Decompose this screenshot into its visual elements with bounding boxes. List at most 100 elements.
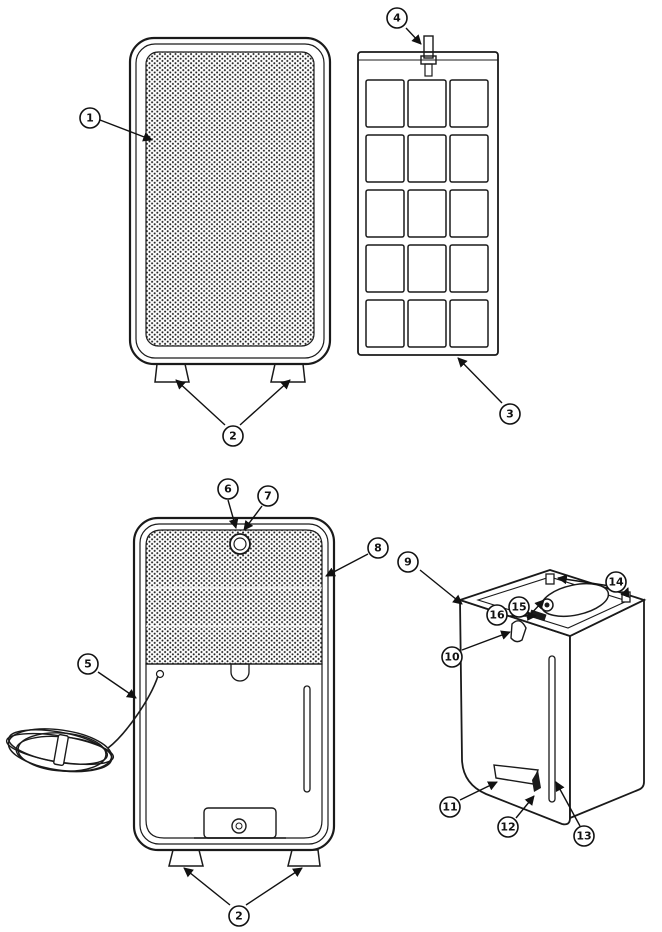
callout-15-label: 15	[511, 601, 526, 614]
callout-16: 16	[486, 604, 508, 626]
filter-tab	[420, 35, 437, 77]
callout-6: 6	[217, 478, 239, 500]
callout-8: 8	[367, 537, 389, 559]
front-unit-foot-right	[270, 363, 306, 383]
callout-13-label: 13	[576, 830, 591, 843]
cord-coil-4	[17, 732, 107, 772]
cord-tie	[53, 733, 69, 767]
back-unit-outer-body	[132, 516, 336, 852]
tank-drain-outlet	[532, 770, 541, 792]
filter-tab-base	[424, 63, 433, 77]
leader-lines	[97, 27, 630, 906]
water-level-slot	[303, 685, 311, 793]
tank-guide-left	[545, 573, 555, 585]
callout-7: 7	[257, 485, 279, 507]
leader-1	[99, 119, 153, 142]
callout-3: 3	[499, 403, 521, 425]
front-unit-inner-border	[135, 43, 325, 359]
callout-7-label: 7	[264, 490, 272, 503]
callout-6-label: 6	[224, 483, 232, 496]
back-unit-foot-left	[168, 849, 204, 867]
front-unit-outer-body	[128, 36, 332, 366]
leader-3	[457, 357, 503, 404]
leader-14-left	[557, 574, 611, 587]
filter-cell	[365, 244, 405, 293]
water-tank	[457, 569, 647, 826]
filter-cell	[407, 134, 447, 183]
callout-5: 5	[77, 653, 99, 675]
callout-4-label: 4	[393, 12, 401, 25]
back-unit-foot-right	[287, 849, 321, 867]
callout-3-label: 3	[506, 408, 514, 421]
callout-13: 13	[573, 825, 595, 847]
leader-2-front-left	[175, 379, 226, 426]
front-unit-foot-left	[154, 363, 190, 383]
callout-2-bottom-label: 2	[235, 910, 243, 923]
filter-cell	[449, 134, 489, 183]
leader-2-back-right	[245, 867, 303, 906]
callout-16-label: 16	[489, 609, 505, 622]
leader-12	[515, 795, 535, 819]
leader-10	[461, 630, 511, 651]
callout-2-top-label: 2	[229, 430, 237, 443]
leader-2-front-right	[239, 379, 291, 426]
leader-14-right	[620, 587, 630, 598]
filter-assembly	[357, 35, 499, 356]
callout-11-label: 11	[442, 801, 457, 814]
leader-2-back-left	[183, 867, 231, 906]
filter-tab-stem	[423, 35, 434, 59]
callout-9-label: 9	[404, 556, 412, 569]
callout-14: 14	[605, 571, 627, 593]
tank-handle-slot	[510, 620, 527, 643]
callout-15: 15	[508, 596, 530, 618]
callout-11: 11	[439, 796, 461, 818]
tank-right-face	[569, 598, 645, 820]
leader-9	[419, 569, 463, 605]
handle-hole	[229, 533, 251, 555]
cord-lead	[107, 675, 159, 749]
callout-10-label: 10	[444, 651, 460, 664]
callout-12-label: 12	[500, 821, 515, 834]
handle-hole-inner	[233, 537, 247, 551]
filter-cell	[407, 244, 447, 293]
callout-8-label: 8	[374, 542, 382, 555]
callout-5-label: 5	[84, 658, 92, 671]
power-cord	[5, 675, 159, 773]
callout-1-label: 1	[86, 112, 94, 125]
filter-cell	[407, 79, 447, 128]
callout-10: 10	[441, 646, 463, 668]
callout-14-label: 14	[608, 576, 624, 589]
power-cord-inlet	[155, 669, 165, 679]
filter-cell	[365, 79, 405, 128]
drain-port-inner	[235, 822, 243, 830]
tank-float-inner	[544, 602, 550, 608]
callout-2-top: 2	[222, 425, 244, 447]
filter-cell	[365, 189, 405, 238]
back-lower-panel	[145, 663, 323, 839]
leader-13	[555, 781, 581, 827]
filter-frame	[357, 51, 499, 356]
filter-cell	[449, 79, 489, 128]
filter-cell	[365, 134, 405, 183]
back-unit	[132, 516, 336, 867]
callout-2-bottom: 2	[228, 905, 250, 927]
filter-cell	[407, 299, 447, 348]
leader-7	[243, 505, 263, 531]
drain-port	[231, 818, 247, 834]
filter-cell	[449, 244, 489, 293]
callout-1: 1	[79, 107, 101, 129]
front-grille	[145, 51, 315, 347]
callout-12: 12	[497, 816, 519, 838]
filter-cells	[365, 79, 489, 348]
tank-level-slot	[548, 655, 556, 803]
front-unit	[128, 36, 332, 383]
filter-cell	[365, 299, 405, 348]
leader-11	[459, 781, 498, 801]
leader-5	[97, 671, 137, 699]
filter-cell	[449, 299, 489, 348]
callout-4: 4	[386, 7, 408, 29]
tank-left-face	[459, 598, 571, 826]
filter-cell	[407, 189, 447, 238]
leader-6	[227, 499, 239, 529]
